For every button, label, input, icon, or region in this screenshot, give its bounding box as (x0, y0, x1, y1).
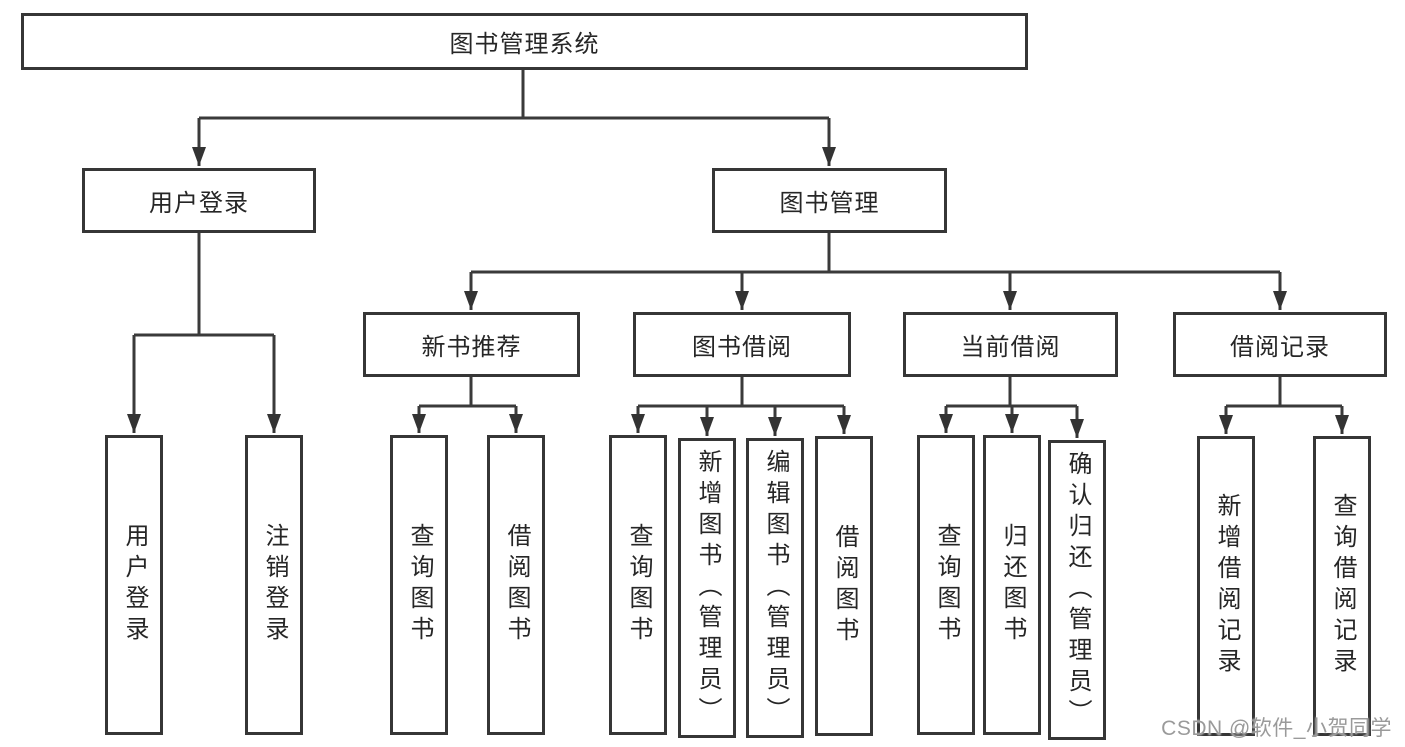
leaf-borrow-books-2: 借阅图书 (815, 436, 873, 736)
leaf-confirm-return-admin: 确认归还（管理员） (1048, 440, 1106, 740)
node-library-system-label: 图书管理系统 (449, 31, 600, 58)
node-book-management: 图书管理 (712, 168, 947, 233)
leaf-logout: 注销登录 (245, 435, 303, 735)
connector-current-borrow-split (939, 377, 1084, 438)
leaf-query-books-2: 查询图书 (609, 435, 667, 735)
node-book-management-label: 图书管理 (779, 190, 880, 217)
connector-book-mgmt-split (464, 233, 1287, 310)
connector-root-split (192, 70, 836, 166)
leaf-query-borrow-record: 查询借阅记录 (1313, 436, 1371, 736)
node-user-login-label: 用户登录 (149, 190, 249, 217)
leaf-add-books-admin: 新增图书（管理员） (678, 438, 736, 738)
connector-borrow-record-split (1219, 377, 1349, 434)
node-borrow-record: 借阅记录 (1173, 312, 1387, 377)
node-user-login: 用户登录 (82, 168, 316, 233)
connector-book-borrow-split (631, 377, 851, 436)
leaf-query-books-3: 查询图书 (917, 435, 975, 735)
node-current-borrow: 当前借阅 (903, 312, 1118, 377)
connector-user-login-split (127, 233, 281, 433)
connector-new-book-split (412, 377, 523, 433)
leaf-query-books-1: 查询图书 (390, 435, 448, 735)
node-book-borrow: 图书借阅 (633, 312, 851, 377)
leaf-add-borrow-record: 新增借阅记录 (1197, 436, 1255, 736)
leaf-return-books: 归还图书 (983, 435, 1041, 735)
node-library-system: 图书管理系统 (21, 13, 1028, 70)
leaf-user-login: 用户登录 (105, 435, 163, 735)
node-new-book-recommend: 新书推荐 (363, 312, 580, 377)
watermark: CSDN @软件_小贺同学 (1161, 717, 1392, 740)
leaf-borrow-books-1: 借阅图书 (487, 435, 545, 735)
leaf-edit-books-admin: 编辑图书（管理员） (746, 438, 804, 738)
